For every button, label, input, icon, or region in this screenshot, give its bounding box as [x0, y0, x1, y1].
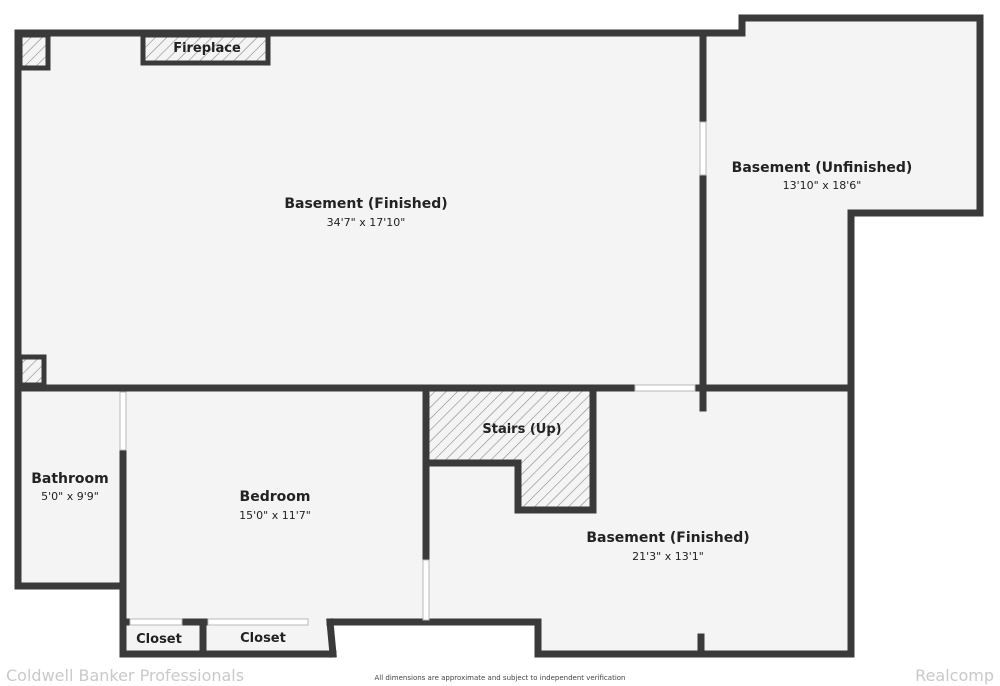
- opening-bed-lower: [422, 559, 430, 621]
- room-dim-bedroom: 15'0" x 11'7": [239, 509, 311, 522]
- hatched-features: [17, 32, 593, 510]
- room-name-basement-unfinished: Basement (Unfinished): [732, 160, 913, 176]
- opening-main-unfinished: [699, 121, 707, 176]
- opening-bath-bed: [119, 391, 127, 451]
- stairs-area: [428, 390, 593, 510]
- floor-basement-finished-main: [18, 33, 703, 388]
- room-dim-basement-finished-main: 34'7" x 17'10": [327, 216, 406, 229]
- room-dim-basement-unfinished: 13'10" x 18'6": [783, 179, 862, 192]
- room-name-basement-finished-lower: Basement (Finished): [586, 530, 749, 546]
- opening-closet-2: [207, 618, 309, 626]
- room-name-bathroom: Bathroom: [31, 471, 109, 487]
- wall-closet-right: [326, 618, 337, 658]
- labels: Fireplace Basement (Finished) 34'7" x 17…: [31, 41, 912, 647]
- closet-label-1: Closet: [136, 632, 182, 647]
- floor-bathroom: [18, 388, 123, 586]
- footer-disclaimer: All dimensions are approximate and subje…: [374, 674, 626, 682]
- opening-mid-horizontal: [634, 384, 696, 392]
- openings: [119, 121, 707, 626]
- closet-label-2: Closet: [240, 631, 286, 646]
- opening-closet-1: [129, 618, 183, 626]
- floor-fills: [18, 18, 980, 654]
- footer-brokerage: Coldwell Banker Professionals: [6, 666, 245, 685]
- room-name-basement-finished-main: Basement (Finished): [284, 196, 447, 212]
- floor-basement-unfinished: [703, 18, 980, 388]
- floor-bedroom: [123, 388, 426, 622]
- room-name-bedroom: Bedroom: [240, 489, 311, 505]
- corner-column-top: [17, 32, 51, 71]
- footer-mls-watermark: Realcomp: [915, 666, 994, 685]
- room-dim-bathroom: 5'0" x 9'9": [41, 490, 99, 503]
- floor-closets: [123, 622, 333, 654]
- walls: [14, 14, 984, 658]
- room-dim-basement-finished-lower: 21'3" x 13'1": [632, 550, 704, 563]
- corner-column-bottom: [17, 354, 47, 388]
- stairs-label: Stairs (Up): [482, 422, 561, 437]
- fireplace-label: Fireplace: [173, 41, 241, 56]
